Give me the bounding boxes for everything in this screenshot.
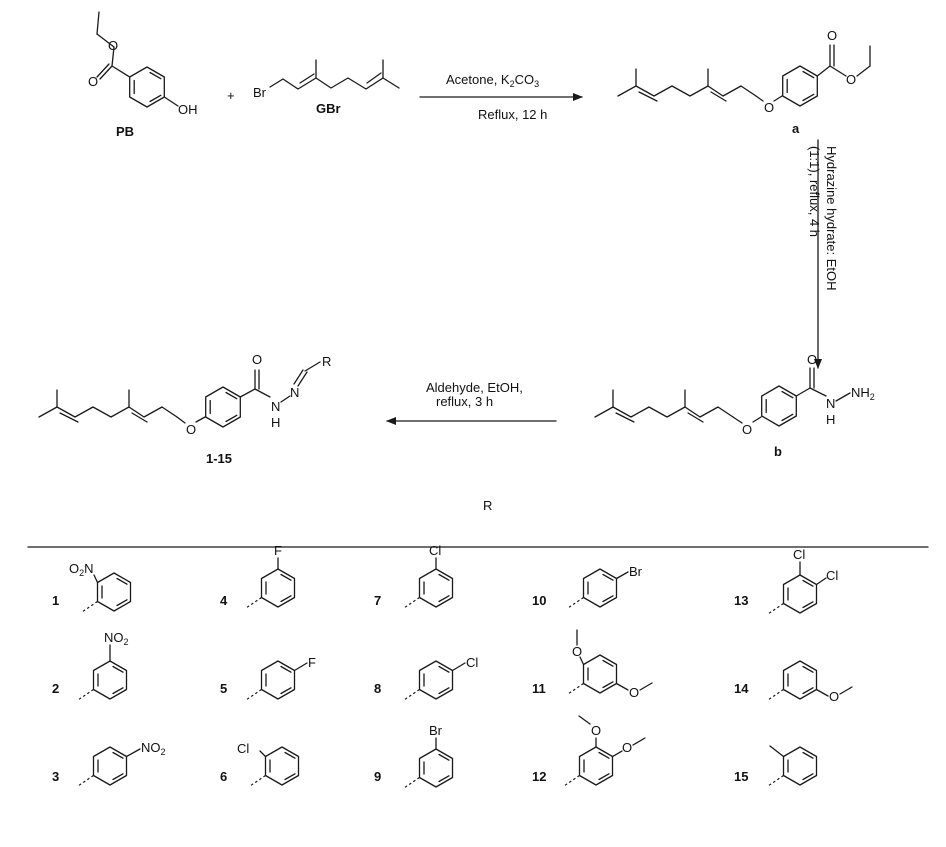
svg-text:F: F [274,543,282,558]
step2-arrow: Hydrazine hydrate: EtOH (1:1), reflux, 4… [807,139,839,369]
r-group-4: 4 F [220,543,296,609]
b-h: H [826,412,835,427]
r-group-1: 1 O2N [52,561,132,613]
a-o-carbonyl: O [827,28,837,43]
p-n-imine: N [290,385,299,400]
pb-structure: O O OH PB [88,11,198,139]
svg-text:4: 4 [220,593,228,608]
r-group-14: 14 O [734,660,853,704]
gbr-structure: Br GBr [253,59,400,116]
a-label: a [792,121,800,136]
r-group-3: 3 NO2 [52,740,166,787]
products-structure: O O N H N R 1-15 [38,352,331,466]
gbr-br: Br [253,85,267,100]
step2-conditions-line1: Hydrazine hydrate: EtOH [824,146,839,291]
plus-sign: + [227,88,235,103]
pb-o-ester: O [108,38,118,53]
step3-conditions-line2: reflux, 3 h [436,394,493,409]
b-nh: N [826,396,835,411]
gbr-label: GBr [316,101,341,116]
svg-text:Cl: Cl [466,655,478,670]
step2-conditions-line2: (1:1), reflux, 4 h [807,146,822,237]
svg-text:12: 12 [532,769,546,784]
r-group-15: 15 [734,745,818,787]
compound-a-structure: O O O a [617,28,871,136]
compound-b-structure: O O N H NH2 b [594,352,875,459]
r-group-2: 2 NO2 [52,630,129,701]
svg-text:Cl: Cl [793,547,805,562]
p-o-ether: O [186,422,196,437]
a-o-ester: O [846,72,856,87]
a-o-ether: O [764,100,774,115]
svg-text:Cl: Cl [237,741,249,756]
svg-text:8: 8 [374,681,381,696]
r-group-5: 5 F [220,655,316,701]
svg-text:14: 14 [734,681,749,696]
p-h: H [271,415,280,430]
b-o-ether: O [742,422,752,437]
r-group-6: 6 Cl [220,741,300,787]
svg-text:O: O [591,723,601,738]
svg-text:13: 13 [734,593,748,608]
b-label: b [774,444,782,459]
svg-text:11: 11 [532,681,546,696]
svg-text:Br: Br [629,564,643,579]
r-group-11: 11 O O [532,629,653,700]
r-group-9: 9 Br [374,723,454,789]
step3-arrow: Aldehyde, EtOH, reflux, 3 h [386,380,557,425]
svg-text:O: O [829,689,839,704]
pb-o-carbonyl: O [88,74,98,89]
svg-text:6: 6 [220,769,227,784]
step1-conditions-line1: Acetone, K2CO3 [446,72,539,89]
svg-text:O: O [622,740,632,755]
svg-text:O: O [629,685,639,700]
pb-label: PB [116,124,134,139]
step1-arrow: Acetone, K2CO3 Reflux, 12 h [419,72,583,122]
svg-text:3: 3 [52,769,59,784]
svg-text:O2N: O2N [69,561,94,578]
b-o-carbonyl: O [807,352,817,367]
p-o-carbonyl: O [252,352,262,367]
svg-text:2: 2 [52,681,59,696]
svg-text:10: 10 [532,593,546,608]
svg-text:1: 1 [52,593,59,608]
p-r: R [322,354,331,369]
p-n-amide: N [271,399,280,414]
svg-text:Br: Br [429,723,443,738]
r-group-8: 8 Cl [374,655,478,701]
products-label: 1-15 [206,451,232,466]
step1-conditions-line2: Reflux, 12 h [478,107,547,122]
svg-text:O: O [572,644,582,659]
svg-text:7: 7 [374,593,381,608]
svg-text:5: 5 [220,681,227,696]
step3-conditions-line1: Aldehyde, EtOH, [426,380,523,395]
pb-oh: OH [178,102,198,117]
svg-text:NO2: NO2 [104,630,129,647]
svg-text:15: 15 [734,769,748,784]
r-group-7: 7 Cl [374,543,454,609]
r-header: R [483,498,492,513]
r-group-12: 12 O O [532,715,646,787]
svg-text:9: 9 [374,769,381,784]
b-nh2: NH2 [851,385,875,402]
svg-text:F: F [308,655,316,670]
r-group-10: 10 Br [532,564,643,609]
svg-text:Cl: Cl [826,568,838,583]
r-group-13: 13 Cl Cl [734,547,838,615]
svg-text:Cl: Cl [429,543,441,558]
svg-text:NO2: NO2 [141,740,166,757]
